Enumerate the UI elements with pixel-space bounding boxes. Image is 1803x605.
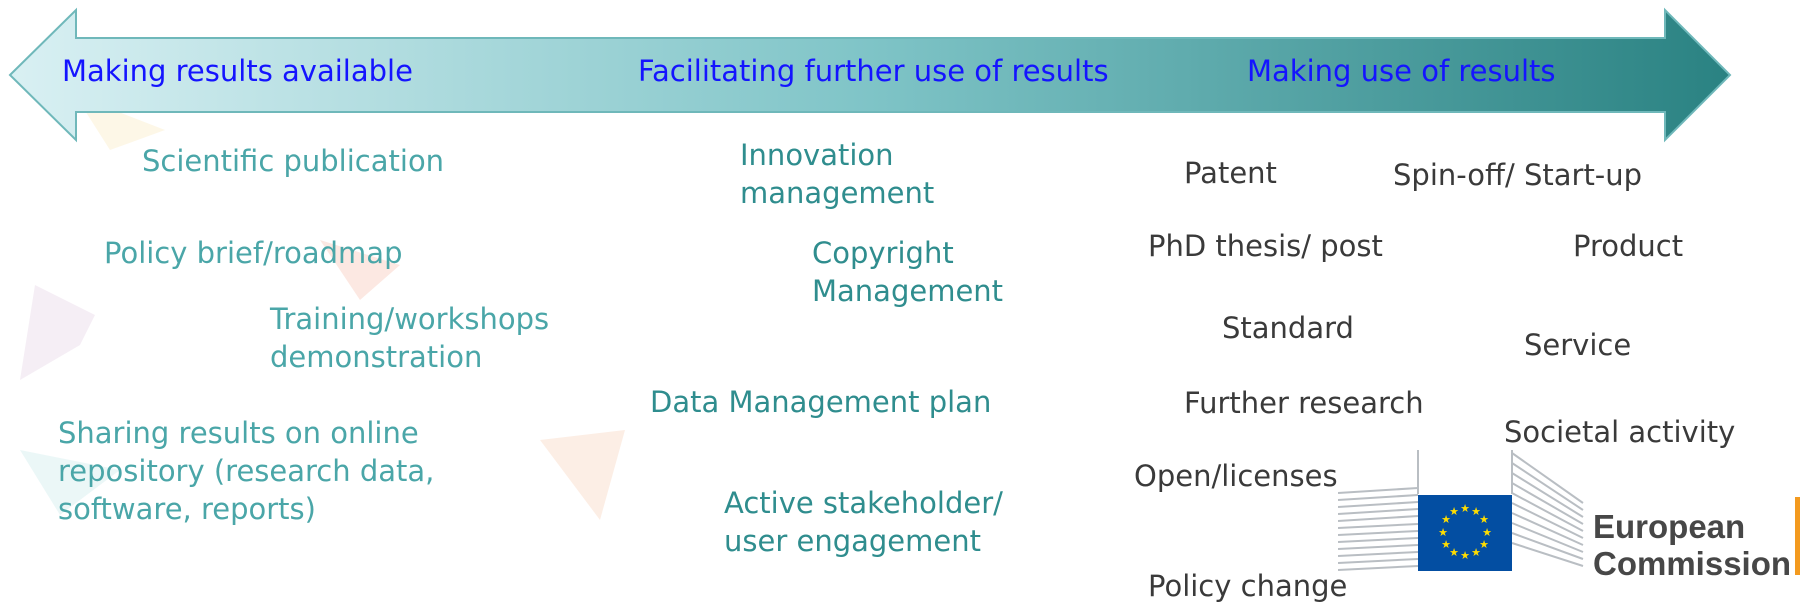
svg-text:★: ★ (1482, 526, 1492, 539)
item-service: Service (1524, 328, 1632, 362)
svg-text:★: ★ (1460, 502, 1470, 515)
item-phd-thesis: PhD thesis/ post (1148, 229, 1383, 263)
svg-text:★: ★ (1441, 538, 1451, 551)
item-open-licenses: Open/licenses (1134, 459, 1338, 493)
arrow-shape (8, 7, 1732, 143)
eu-stars-icon: ★ ★ ★ ★ ★ ★ ★ ★ ★ ★ ★ ★ (1438, 502, 1492, 562)
svg-text:★: ★ (1479, 513, 1489, 526)
arrow-label-facilitating: Facilitating further use of results (638, 54, 1109, 88)
item-policy-change: Policy change (1148, 569, 1348, 603)
svg-text:★: ★ (1471, 505, 1481, 518)
item-standard: Standard (1222, 311, 1354, 345)
svg-text:★: ★ (1471, 546, 1481, 559)
item-copyright-management: Copyright Management (812, 236, 1004, 308)
eu-flag-icon (1418, 495, 1512, 571)
item-policy-brief: Policy brief/roadmap (104, 236, 403, 270)
item-societal-activity: Societal activity (1504, 415, 1736, 449)
item-stakeholder-engagement: Active stakeholder/ user engagement (724, 486, 1003, 558)
item-scientific-publication: Scientific publication (142, 144, 445, 178)
logo-text: European Commission (1593, 508, 1792, 582)
item-spin-off: Spin-off/ Start-up (1393, 158, 1643, 192)
building-lines-icon (1338, 450, 1584, 571)
svg-text:★: ★ (1441, 513, 1451, 526)
svg-text:★: ★ (1449, 505, 1459, 518)
item-further-research: Further research (1184, 386, 1424, 420)
svg-text:★: ★ (1460, 549, 1470, 562)
item-training-workshops: Training/workshops demonstration (270, 302, 550, 374)
svg-text:★: ★ (1449, 546, 1459, 559)
item-product: Product (1573, 229, 1684, 263)
svg-text:★: ★ (1438, 526, 1448, 539)
item-innovation-management: Innovation management (740, 138, 935, 210)
svg-text:★: ★ (1479, 538, 1489, 551)
arrow-label-use: Making use of results (1247, 54, 1556, 88)
item-sharing-results: Sharing results on online repository (re… (58, 416, 435, 526)
item-data-management-plan: Data Management plan (650, 385, 992, 419)
logo-accent-bar (1795, 497, 1800, 575)
arrow-label-available: Making results available (62, 54, 413, 88)
european-commission-logo: ★ ★ ★ ★ ★ ★ ★ ★ ★ ★ ★ ★ (1338, 450, 1584, 571)
item-patent: Patent (1184, 156, 1277, 190)
